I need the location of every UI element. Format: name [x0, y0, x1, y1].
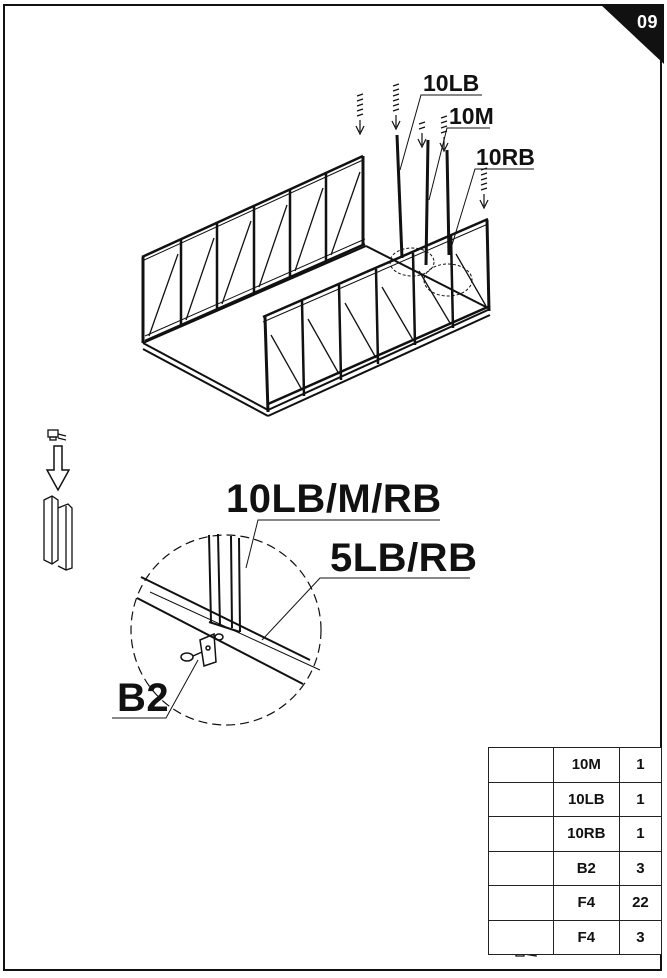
part-qty: 1	[618, 816, 663, 852]
step-badge: 09	[594, 4, 664, 64]
label-10rb: 10RB	[476, 144, 535, 170]
screw-stack-3	[417, 121, 427, 149]
base-frame	[142, 245, 491, 417]
detail-base-rail	[136, 576, 321, 685]
label-detail-bracket: B2	[117, 676, 170, 720]
t-profile-icon	[488, 781, 554, 817]
parts-row: F4 22	[488, 885, 663, 921]
screw-stack-1	[355, 93, 365, 136]
t-profile-icon	[488, 816, 554, 852]
parts-row: B2 3	[488, 850, 663, 886]
roof-bars-10	[389, 134, 473, 297]
parts-row: 10LB 1	[488, 781, 663, 817]
detail-bracket-b2	[180, 632, 224, 667]
part-code: 10LB	[552, 781, 620, 817]
screw-stack-4	[439, 115, 449, 153]
part-code: F4	[552, 919, 620, 955]
part-qty: 1	[618, 781, 663, 817]
right-side-panel	[262, 217, 491, 413]
part-code: B2	[552, 850, 620, 886]
screw-stack-2	[391, 83, 401, 131]
bolt-sketch	[43, 429, 73, 571]
label-10m: 10M	[449, 103, 494, 129]
bolt-icon	[488, 885, 554, 921]
left-side-panel	[141, 154, 366, 343]
label-detail-bar: 10LB/M/RB	[226, 477, 442, 521]
part-qty: 22	[618, 885, 663, 921]
parts-row: F4 3	[488, 919, 663, 955]
bracket-icon	[488, 850, 554, 886]
detail-vertical-bar	[208, 533, 241, 633]
parts-row: 10M 1	[488, 747, 663, 783]
label-10lb: 10LB	[423, 70, 480, 96]
part-qty: 3	[618, 919, 663, 955]
part-qty: 1	[618, 747, 663, 783]
part-qty: 3	[618, 850, 663, 886]
top-leaders	[399, 94, 534, 246]
screw-stack-5	[479, 167, 489, 210]
part-code: F4	[552, 885, 620, 921]
label-detail-rail: 5LB/RB	[330, 536, 478, 580]
part-code: 10RB	[552, 816, 620, 852]
parts-table: 10M 1 10LB 1 10RB 1 B2 3 F4 22 F4 3	[488, 747, 663, 955]
parts-row: 10RB 1	[488, 816, 663, 852]
bolt-nut-icon	[488, 919, 554, 955]
step-number: 09	[636, 12, 658, 32]
detail-view	[112, 519, 470, 726]
part-code: 10M	[552, 747, 620, 783]
t-profile-icon	[488, 747, 554, 783]
